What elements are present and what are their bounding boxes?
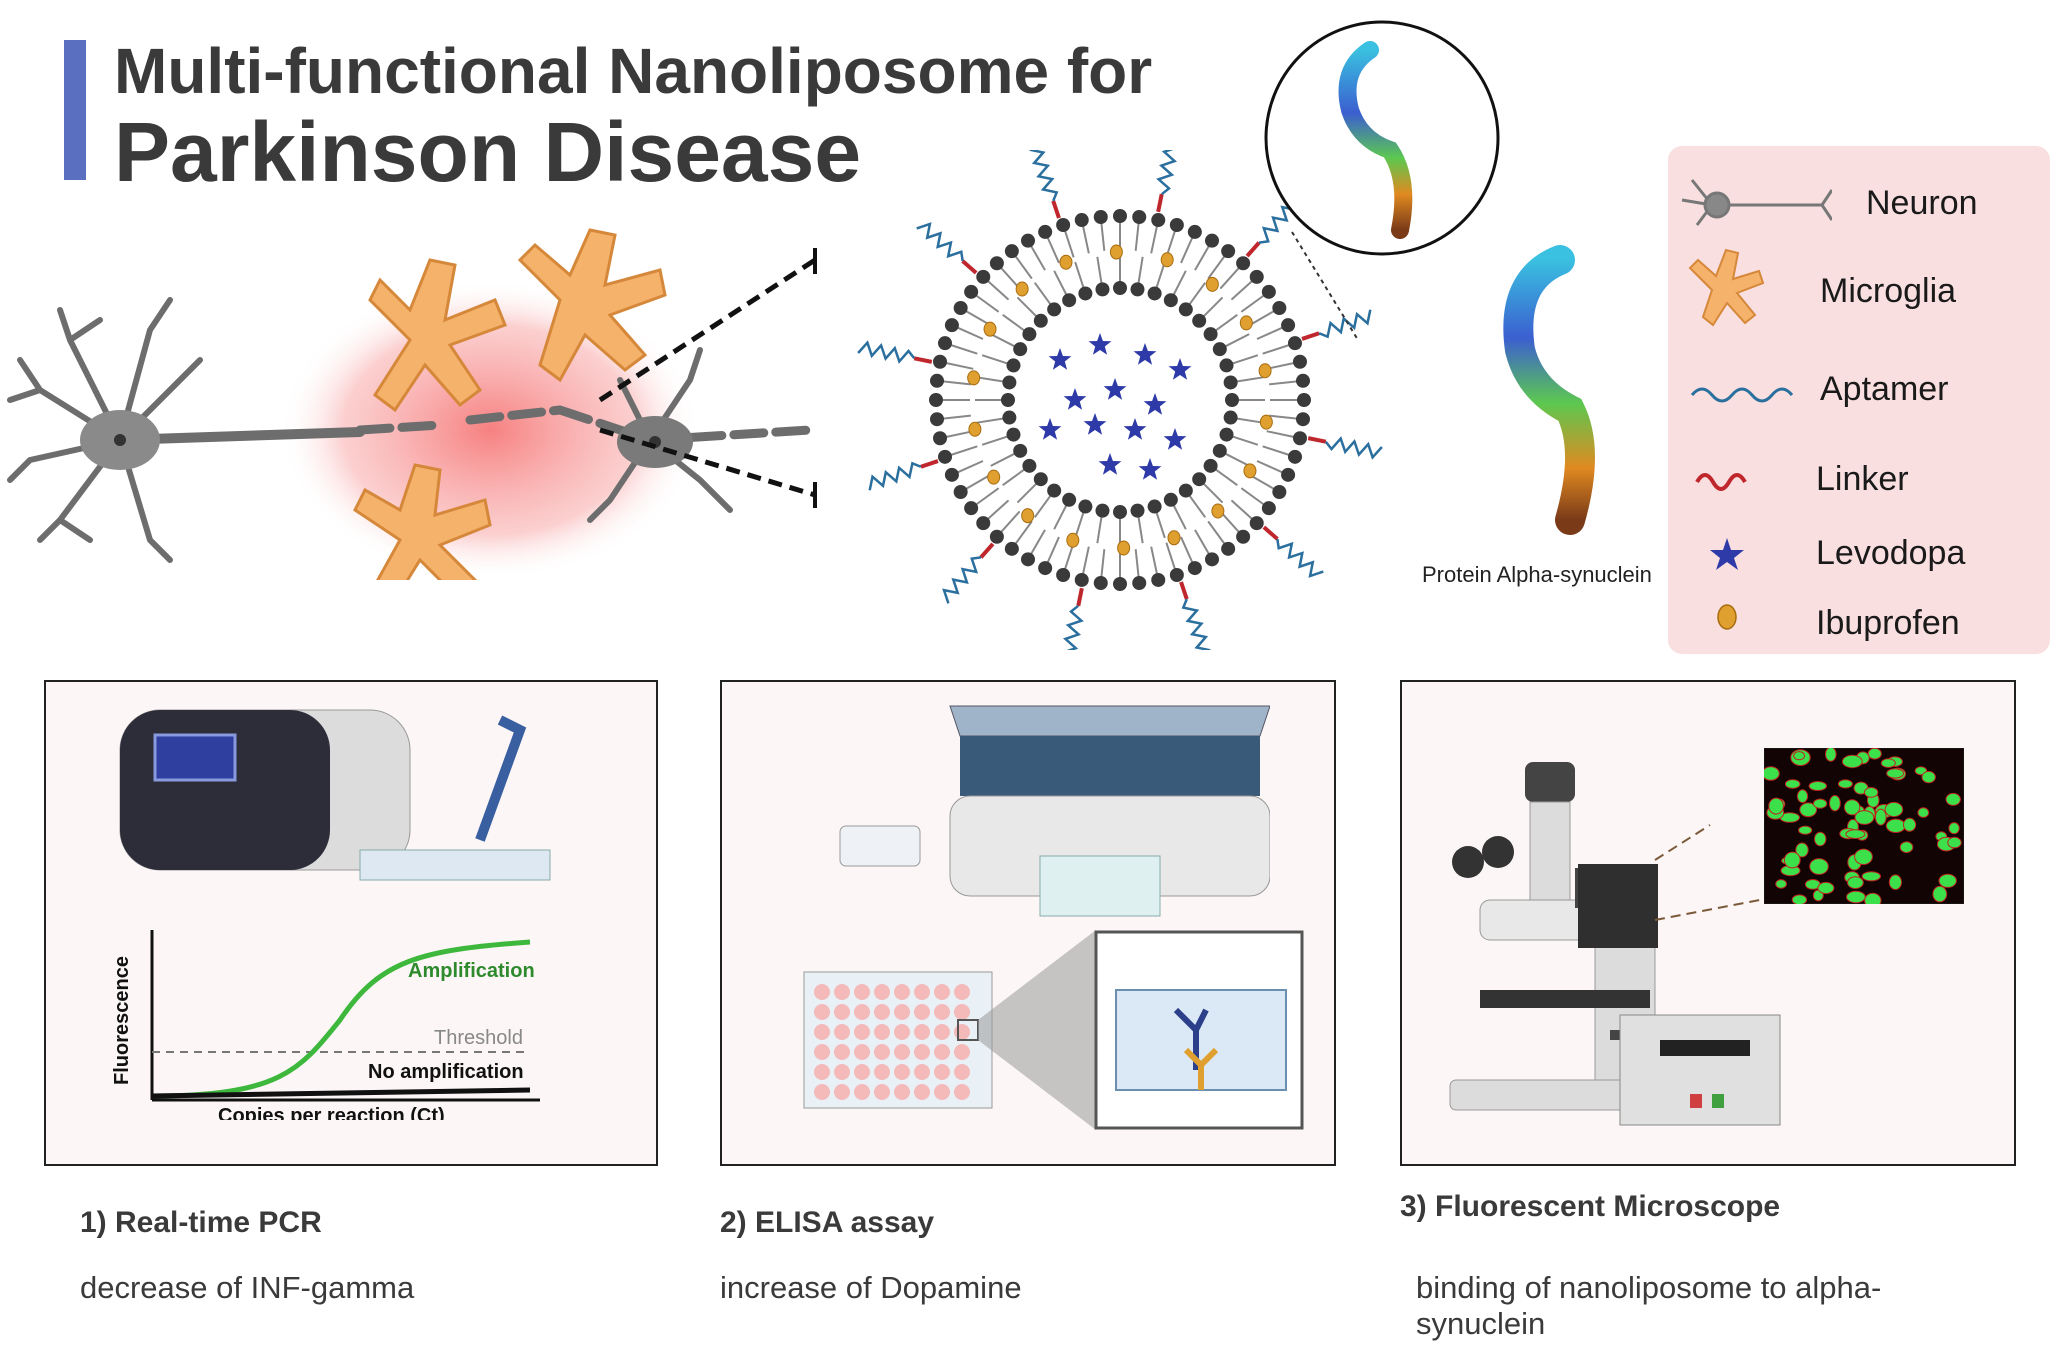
elisa-plate-zoom [803,930,1304,1130]
method-3-text: binding of nanoliposome to alpha-synucle… [1416,1270,1882,1341]
legend-label-aptamer: Aptamer [1820,370,1949,408]
pcr-amplification-label: Amplification [408,960,535,982]
title-line-1: Multi-functional Nanoliposome for [114,35,1153,107]
alpha-synuclein-small-icon [1338,41,1413,239]
method-1-title: 1) Real-time PCR [80,1206,322,1239]
title-accent-bar [64,40,86,180]
elisa-reader-illustration [839,705,1270,917]
pcr-machine-illustration [119,709,551,881]
method-1-text: decrease of INF-gamma [80,1270,415,1305]
protein-zoom-circle [1264,20,1500,256]
method-2-title: 2) ELISA assay [720,1206,934,1239]
legend-label-ibuprofen: Ibuprofen [1816,604,1960,642]
microglia-icon [1688,248,1765,327]
zoom-line-bottom [599,427,816,498]
healthy-neuron [7,297,365,563]
pcr-no-amplification-curve [151,1087,531,1099]
fluorescence-image [1764,748,1964,904]
microglia-cells [353,228,667,580]
ibuprofen-icon [1717,604,1737,630]
legend-label-linker: Linker [1816,460,1909,498]
microscope-illustration [1449,762,1781,1126]
zoom-dotted-lines [1291,231,1359,341]
aptamer-icon [1690,387,1794,403]
pcr-chart: Amplification Threshold No amplification… [111,930,540,1120]
legend-panel [1668,146,2050,654]
pcr-amplification-curve [151,939,531,1099]
legend-label-neuron: Neuron [1866,184,1978,222]
neuron-icon [1681,179,1832,226]
legend-icons [1681,179,1832,630]
method-2-text: increase of Dopamine [720,1270,1022,1305]
legend-label-microglia: Microglia [1820,272,1957,310]
nanoliposome-illustration [857,150,1383,650]
legend-label-levodopa: Levodopa [1816,534,1966,572]
linker-icon [1695,473,1747,491]
protein-label: Protein Alpha-synuclein [1422,562,1652,587]
pcr-no-amplification-label: No amplification [368,1061,524,1083]
pcr-y-axis-label: Fluorescence [111,956,133,1085]
neuroinflammation-illustration [7,228,817,580]
pcr-threshold-label: Threshold [434,1027,523,1049]
title-line-2: Parkinson Disease [114,105,862,199]
method-3-title: 3) Fluorescent Microscope [1400,1190,1781,1223]
alpha-synuclein-protein-icon [1503,245,1595,535]
levodopa-icon [1710,538,1744,570]
pcr-x-axis-label: Copies per reaction (Ct) [218,1105,445,1120]
